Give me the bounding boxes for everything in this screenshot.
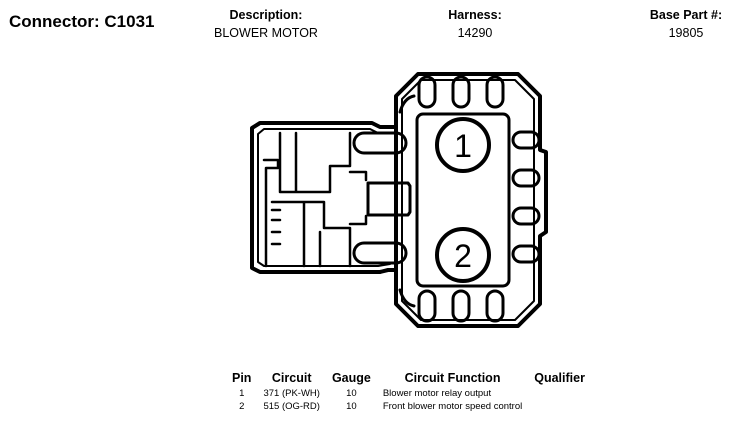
table-row: 2 515 (OG-RD) 10 Front blower motor spee… — [226, 400, 591, 413]
left-rib — [352, 131, 408, 155]
left-rib — [352, 241, 408, 265]
cell-gauge: 10 — [346, 388, 357, 399]
harness-block: Harness: 14290 — [430, 8, 520, 40]
bracket-tabs — [270, 208, 282, 246]
bottom-rib — [485, 289, 505, 323]
header-qualifier: Qualifier — [534, 371, 585, 385]
header-pin: Pin — [232, 371, 252, 385]
cell-gauge: 10 — [346, 401, 357, 412]
right-rib — [511, 244, 541, 264]
cell-function: Front blower motor speed control — [382, 401, 523, 412]
pin-2: 2 — [435, 227, 491, 283]
cell-qualifier — [528, 387, 591, 400]
bracket-inner — [257, 128, 397, 267]
corner-notch — [398, 94, 416, 114]
harness-value: 14290 — [457, 26, 493, 40]
top-rib — [451, 75, 471, 109]
base-part-label: Base Part #: — [649, 8, 723, 22]
pin-table-header: Pin Circuit Gauge Circuit Function Quali… — [226, 371, 591, 387]
base-part-block: Base Part #: 19805 — [640, 8, 732, 40]
pin-2-label: 2 — [454, 238, 472, 274]
cell-circuit: 371 (PK-WH) — [263, 388, 320, 399]
bottom-rib — [417, 289, 437, 323]
cell-qualifier — [528, 400, 591, 413]
header-gauge: Gauge — [331, 371, 371, 385]
cell-pin: 2 — [239, 401, 245, 412]
connector-title: Connector: C1031 — [9, 12, 155, 31]
bracket-outline — [250, 121, 398, 274]
harness-label: Harness: — [448, 8, 502, 22]
cell-circuit: 515 (OG-RD) — [263, 401, 320, 412]
pin-cavity — [415, 112, 511, 288]
corner-notch — [398, 288, 416, 308]
description-block: Description: BLOWER MOTOR — [196, 8, 336, 40]
pin-table: Pin Circuit Gauge Circuit Function Quali… — [226, 371, 591, 413]
bracket-clip-upper — [278, 131, 352, 194]
base-part-value: 19805 — [668, 26, 704, 40]
right-rib — [511, 168, 541, 188]
right-rib — [511, 130, 541, 150]
bracket-slot — [262, 158, 280, 268]
pin-1: 1 — [435, 117, 491, 173]
description-label: Description: — [229, 8, 303, 22]
bottom-rib — [451, 289, 471, 323]
top-rib — [417, 75, 437, 109]
description-value: BLOWER MOTOR — [214, 26, 318, 40]
table-row: 1 371 (PK-WH) 10 Blower motor relay outp… — [226, 387, 591, 400]
latch-body — [366, 181, 412, 217]
cell-pin: 1 — [239, 388, 245, 399]
top-rib — [485, 75, 505, 109]
bracket-clip-lower — [270, 200, 352, 268]
housing-outline — [394, 72, 548, 328]
right-rib — [511, 206, 541, 226]
housing-inner-outline — [401, 79, 535, 321]
cell-function: Blower motor relay output — [382, 388, 492, 399]
pin-1-label: 1 — [454, 128, 472, 164]
header-circuit: Circuit — [271, 371, 312, 385]
bracket-ledge — [348, 170, 368, 226]
header-function: Circuit Function — [404, 371, 501, 385]
